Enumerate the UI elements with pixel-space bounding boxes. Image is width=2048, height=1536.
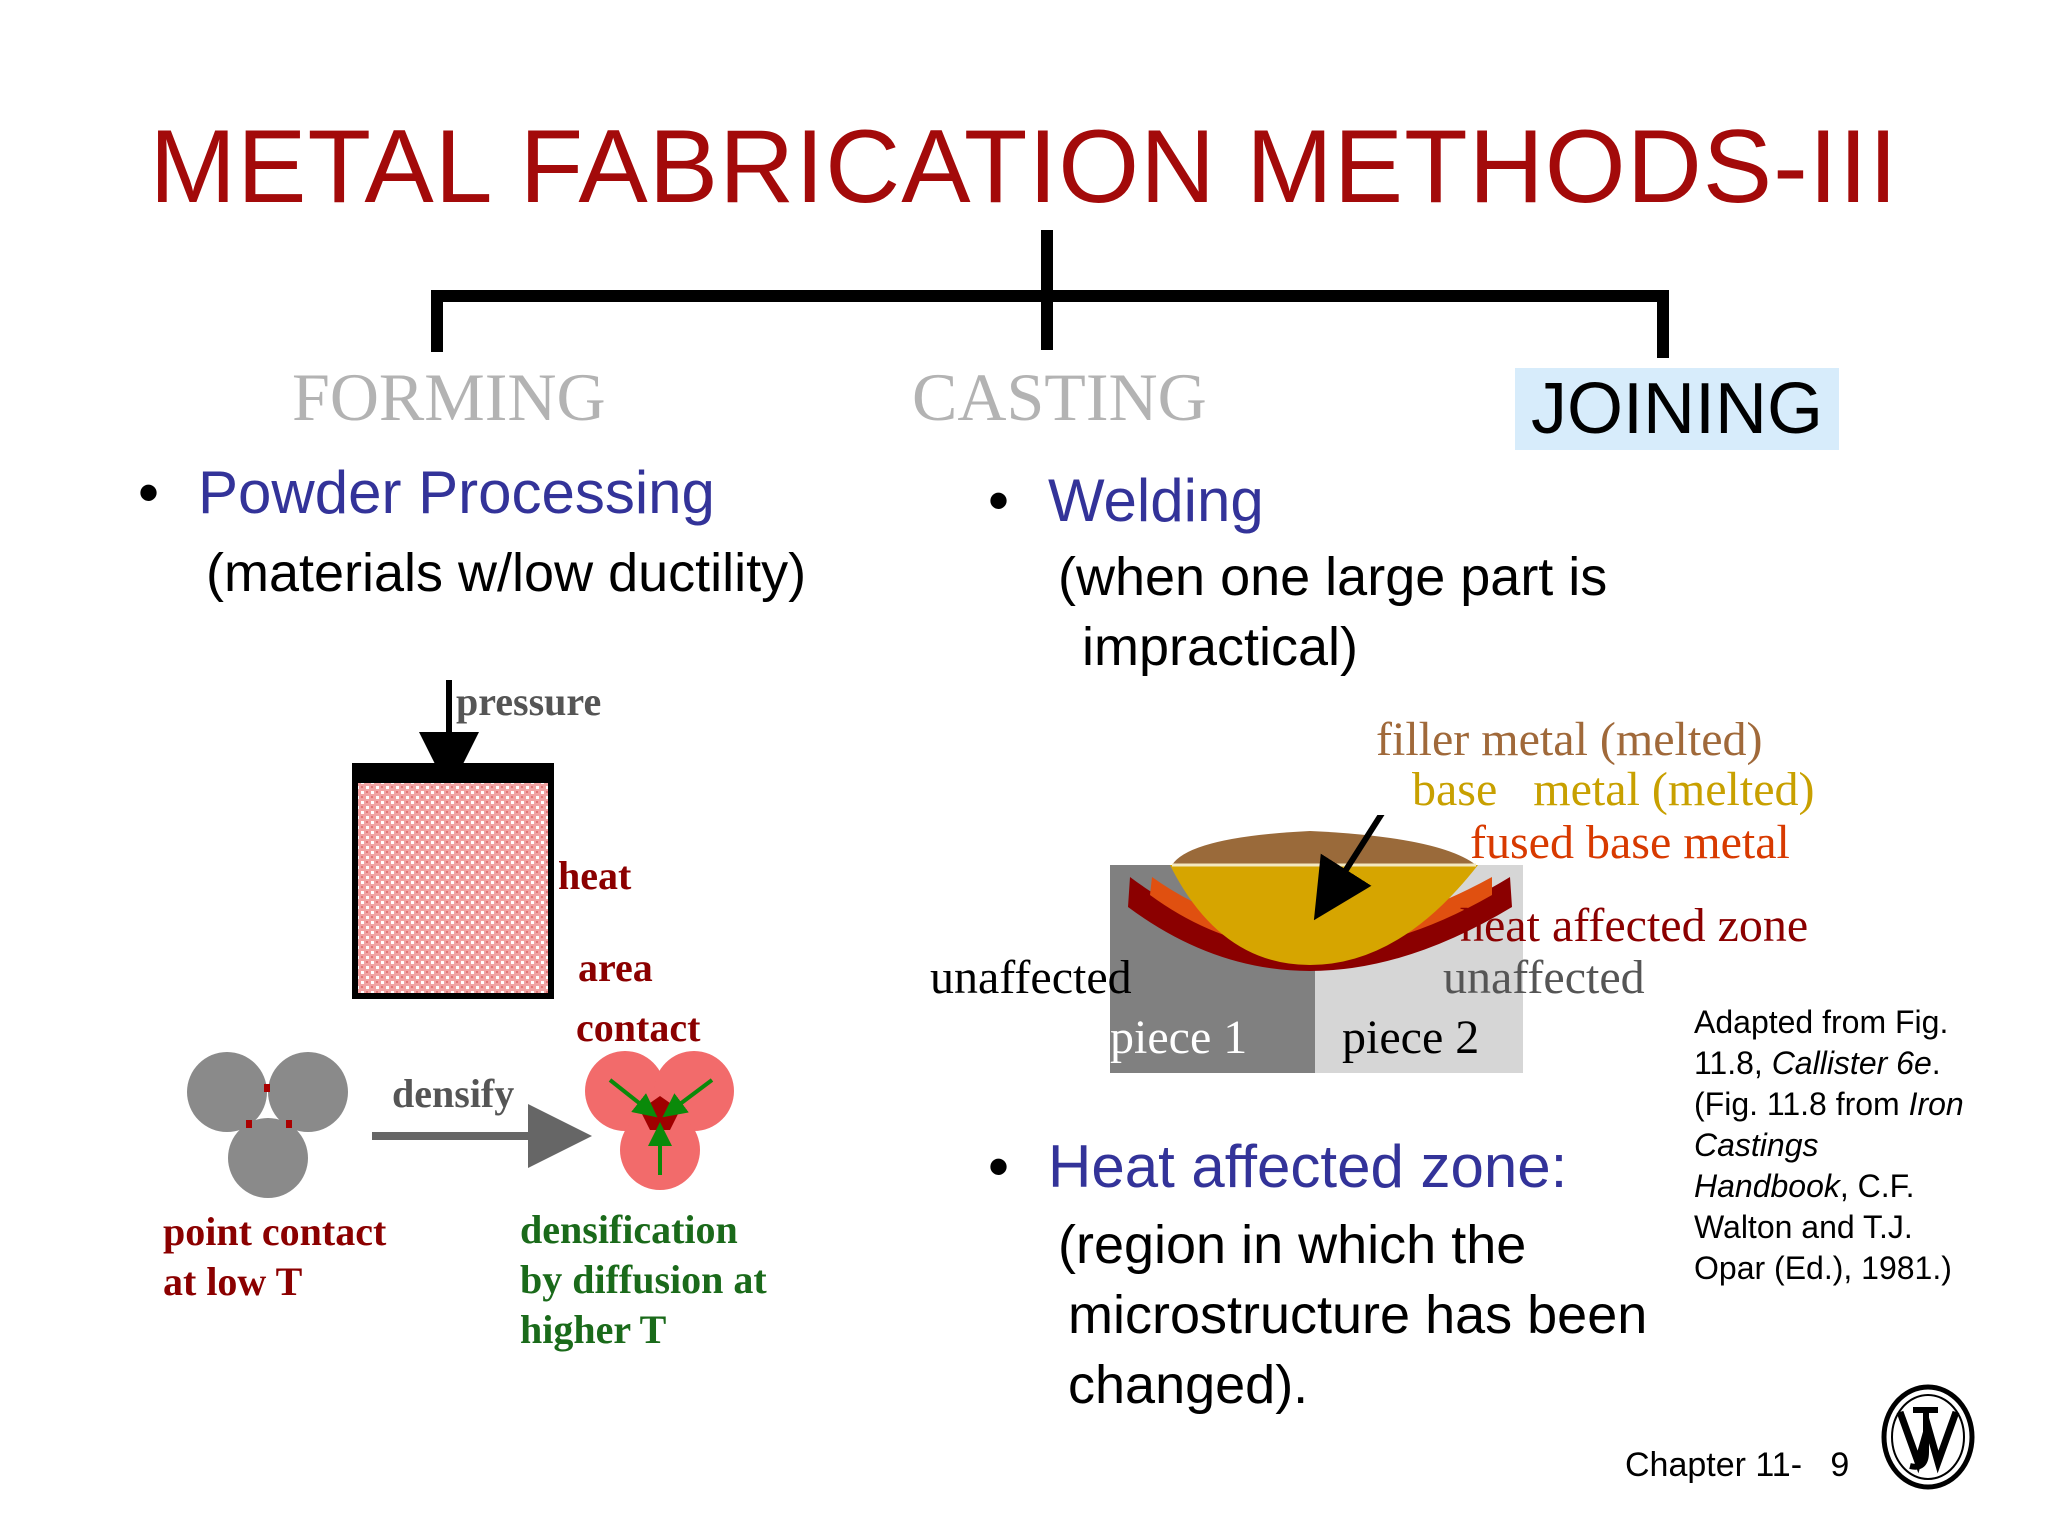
haz-detail-line1: (region in which the (1058, 1215, 1527, 1275)
welding-detail-line2: impractical) (1082, 617, 1359, 677)
category-casting: CASTING (912, 359, 1207, 435)
caption-line: Walton and T.J. (1694, 1209, 1913, 1245)
label-area: area (578, 945, 653, 990)
label-heat-affected-zone: heat affected zone (1460, 899, 1809, 952)
label-piece-2: piece 2 (1342, 1011, 1480, 1064)
welding-detail-line1: (when one large part is (1058, 547, 1608, 607)
caption-book-title: Castings (1694, 1127, 1819, 1163)
bullet-welding: • Welding (988, 466, 1264, 535)
caption-book-title: Iron (1908, 1086, 1964, 1122)
category-forming: FORMING (292, 359, 606, 435)
particle (268, 1052, 348, 1132)
label-piece-1: piece 1 (1110, 1011, 1248, 1064)
category-joining: JOINING (1515, 368, 1840, 450)
label-densification-1: densification (520, 1207, 738, 1252)
pointer-arrow (1313, 815, 1385, 921)
label-densification-3: higher T (520, 1307, 667, 1352)
bullet-powder-processing: • Powder Processing (138, 458, 715, 527)
die-body (352, 763, 554, 999)
caption-line: , C.F. (1839, 1168, 1915, 1204)
bullet-text: Heat affected zone: (1048, 1133, 1568, 1200)
caption-line: Opar (Ed.), 1981.) (1694, 1250, 1952, 1286)
label-contact: contact (576, 1005, 701, 1050)
caption-line: . (1931, 1045, 1941, 1081)
label-point-contact-2: at low T (163, 1259, 303, 1304)
label-densification-2: by diffusion at (520, 1257, 767, 1302)
label-fused-base-metal: fused base metal (1470, 816, 1790, 869)
powder-detail: (materials w/low ductility) (206, 543, 807, 603)
publisher-logo (1881, 1384, 1975, 1490)
bullet-dot: • (138, 459, 160, 526)
haz-detail-line2: microstructure has been (1068, 1285, 1648, 1345)
particle (228, 1118, 308, 1198)
page-title: METAL FABRICATION METHODS-III (149, 109, 1899, 225)
bullet-dot: • (988, 1133, 1010, 1200)
caption-book-title: Handbook (1694, 1168, 1840, 1204)
filler-metal (1172, 831, 1476, 865)
particle (187, 1052, 267, 1132)
bullet-text: Powder Processing (198, 459, 715, 526)
caption-line: Adapted from Fig. (1694, 1004, 1949, 1040)
label-pressure: pressure (456, 679, 602, 724)
bullet-text: Welding (1048, 467, 1264, 534)
label-densify: densify (392, 1071, 515, 1116)
label-filler-metal: filler metal (melted) (1376, 713, 1763, 766)
label-heat: heat (558, 853, 632, 898)
heat-affected-zone (1128, 877, 1512, 971)
caption-line: 11.8, (1694, 1045, 1772, 1081)
powder-diagram (187, 680, 734, 1198)
label-base-metal: base metal (melted) (1412, 763, 1815, 816)
label-point-contact-1: point contact (163, 1209, 387, 1254)
die-punch (352, 763, 554, 783)
caption-line: (Fig. 11.8 from (1694, 1086, 1909, 1122)
figure-caption: Adapted from Fig. 11.8, Callister 6e. (F… (1694, 1002, 1994, 1289)
label-unaffected-right: unaffected (1443, 951, 1645, 1004)
welding-diagram (1110, 815, 1523, 1073)
haz-detail-line3: changed). (1068, 1355, 1309, 1415)
label-unaffected-left: unaffected (930, 951, 1132, 1004)
bullet-dot: • (988, 467, 1010, 534)
bullet-heat-affected-zone: • Heat affected zone: (988, 1132, 1567, 1201)
caption-book-title: Callister 6e (1771, 1045, 1932, 1081)
chapter-page-number: Chapter 11- 9 (1625, 1446, 1850, 1484)
